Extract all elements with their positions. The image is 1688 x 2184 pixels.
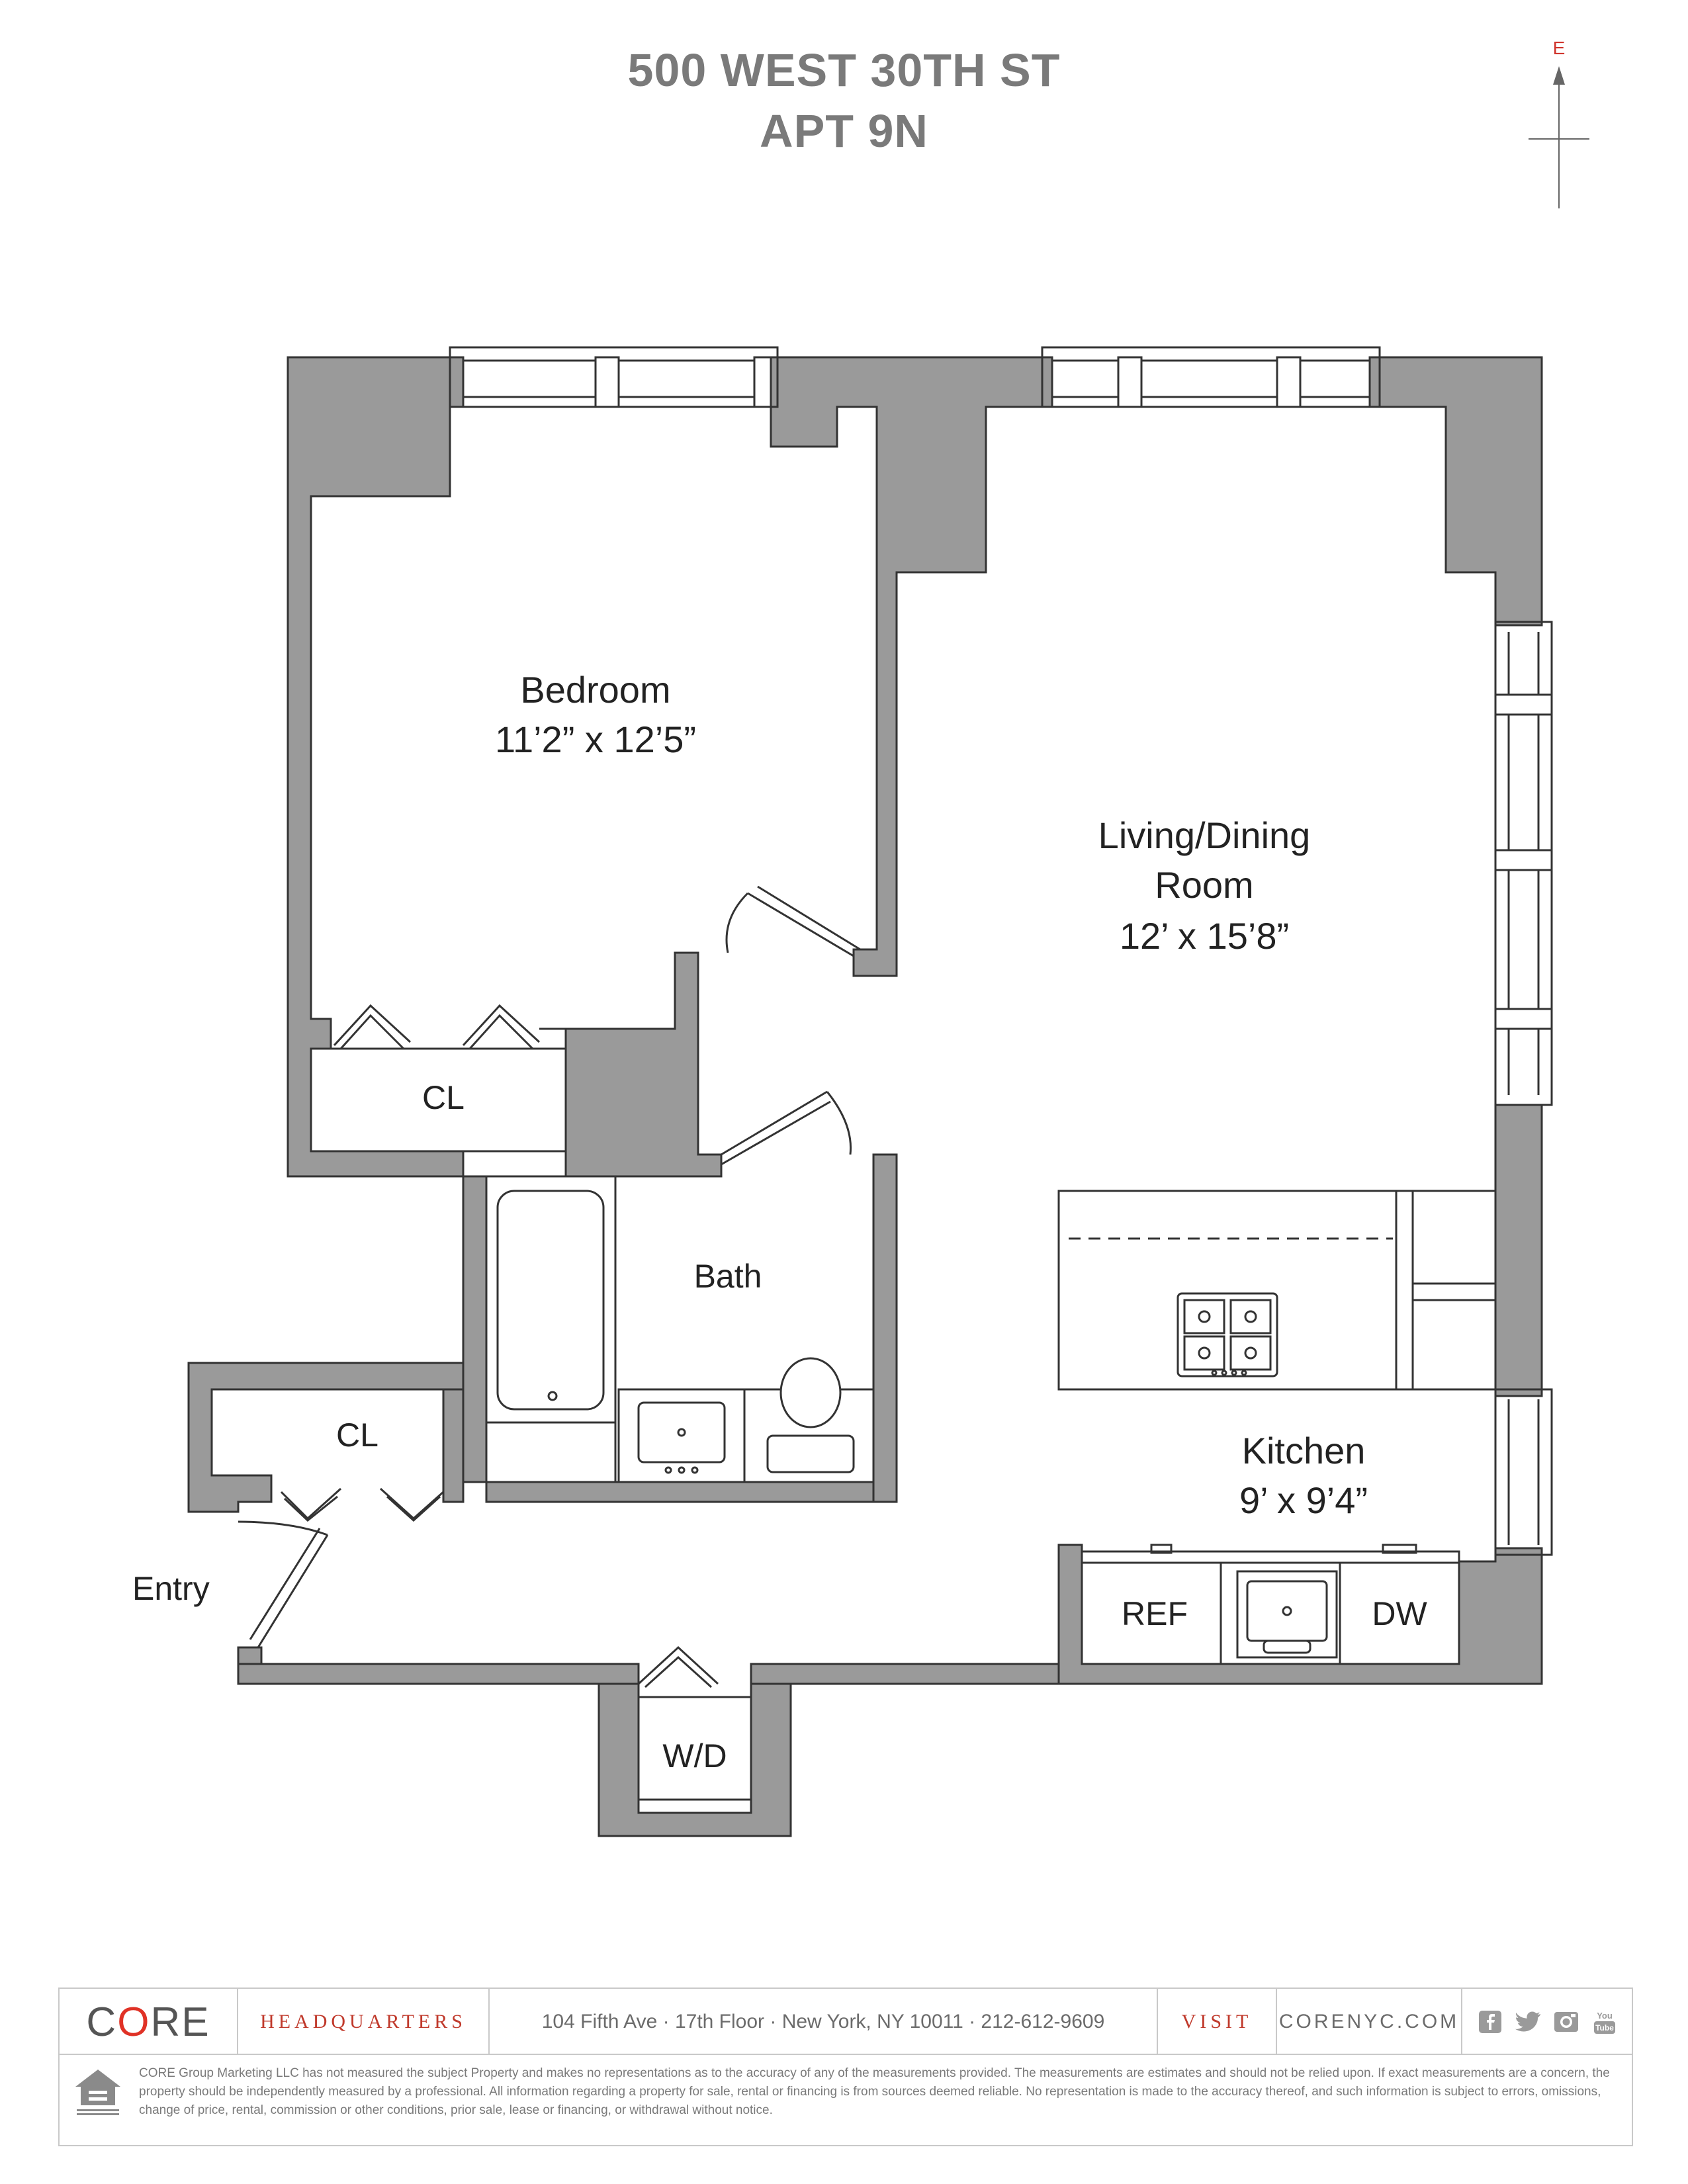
- entry-door[interactable]: [238, 1520, 329, 1648]
- walls: [187, 356, 1543, 1837]
- toilet: [743, 1357, 875, 1483]
- compass-label: E: [1553, 38, 1566, 58]
- entry-label: Entry: [132, 1570, 210, 1607]
- wd-label: W/D: [662, 1737, 727, 1774]
- living-label-line2: Room: [1155, 864, 1254, 906]
- closet-entry-label: CL: [336, 1417, 378, 1454]
- building-address: 500 WEST 30TH ST: [627, 44, 1061, 96]
- living-dimensions: 12’ x 15’8”: [1119, 915, 1290, 957]
- dw-label: DW: [1372, 1595, 1427, 1632]
- living-window: [1041, 346, 1381, 408]
- kitchen-label: Kitchen: [1241, 1430, 1366, 1471]
- footer-info-bar: CORE HEADQUARTERS 104 Fifth Ave · 17th F…: [60, 1989, 1632, 2055]
- equal-housing-opportunity-icon: [75, 2070, 120, 2115]
- apartment-number: APT 9N: [760, 105, 928, 157]
- visit-label: VISIT: [1181, 2011, 1253, 2032]
- logo-text-c: C: [86, 1999, 118, 2045]
- kitchen-dimensions: 9’ x 9’4”: [1239, 1479, 1368, 1521]
- headquarters-label: HEADQUARTERS: [238, 1989, 490, 2055]
- instagram-icon[interactable]: [1554, 2010, 1579, 2034]
- core-logo: CORE: [60, 1989, 238, 2055]
- svg-text:You: You: [1597, 2011, 1613, 2021]
- east-windows: [1494, 621, 1553, 1556]
- bedroom-dimensions: 11’2” x 12’5”: [494, 719, 696, 760]
- bedroom-window: [449, 346, 779, 408]
- address-cell: 104 Fifth Ave · 17th Floor · New York, N…: [490, 1989, 1158, 2055]
- compass-icon: E: [1529, 38, 1589, 208]
- visit-cell: VISIT: [1158, 1989, 1277, 2055]
- logo-text-re: RE: [150, 1999, 210, 2045]
- office-address: 104 Fifth Ave · 17th Floor · New York, N…: [541, 2011, 1105, 2032]
- facebook-icon[interactable]: [1478, 2010, 1502, 2034]
- bedroom-label: Bedroom: [520, 669, 671, 711]
- kitchen-counter: [1081, 1544, 1460, 1665]
- ref-label: REF: [1122, 1595, 1188, 1632]
- bath-door[interactable]: [721, 1090, 852, 1166]
- bedroom-closet-doors[interactable]: [333, 1004, 541, 1050]
- cooktop: [1177, 1292, 1278, 1377]
- entry-closet-doors[interactable]: [280, 1487, 444, 1522]
- bath-label: Bath: [693, 1258, 762, 1295]
- bathtub: [485, 1175, 617, 1424]
- washer-dryer: [637, 1645, 752, 1814]
- headquarters-text: HEADQUARTERS: [260, 2011, 466, 2032]
- website-cell[interactable]: CORENYC.COM: [1277, 1989, 1462, 2055]
- kitchen-island: [1057, 1190, 1497, 1391]
- website-link[interactable]: CORENYC.COM: [1278, 2011, 1460, 2032]
- kitchen-sink: [1236, 1570, 1338, 1659]
- logo-text-o: O: [117, 1999, 151, 2045]
- closet-bedroom-label: CL: [422, 1079, 465, 1116]
- legal-disclaimer: CORE Group Marketing LLC has not measure…: [139, 2066, 1610, 2117]
- bath-sink: [617, 1388, 746, 1483]
- bedroom-door[interactable]: [725, 885, 861, 957]
- footer: CORE HEADQUARTERS 104 Fifth Ave · 17th F…: [58, 1987, 1633, 2146]
- living-label-line1: Living/Dining: [1098, 814, 1311, 856]
- svg-text:Tube: Tube: [1595, 2023, 1614, 2032]
- twitter-icon[interactable]: [1515, 2011, 1540, 2032]
